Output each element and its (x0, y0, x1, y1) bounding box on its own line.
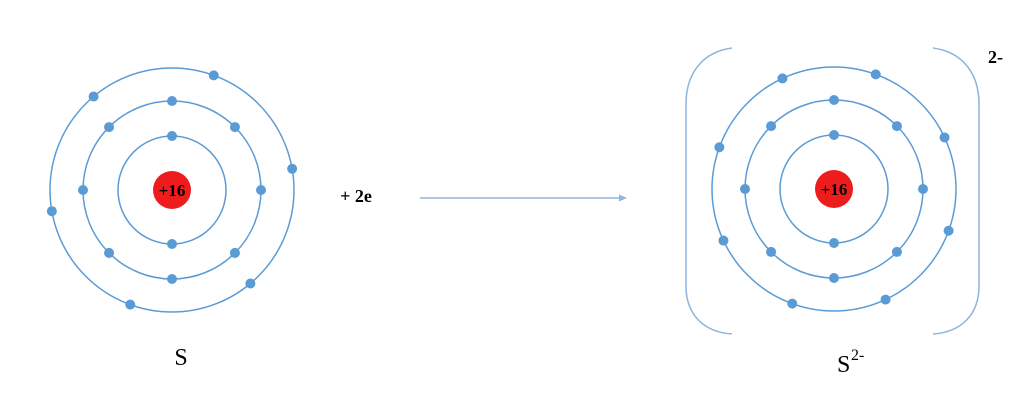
added-electrons-label: + 2e (340, 186, 372, 206)
atom-electron (167, 274, 177, 284)
atom-electron (46, 206, 57, 217)
ion-electron (918, 184, 928, 194)
sulfide-ion: +16 2- (685, 47, 1003, 335)
atom-nucleus-label: +16 (159, 181, 186, 200)
ion-symbol: S (837, 352, 850, 378)
reaction-arrow-head (619, 194, 627, 202)
ion-electron (787, 298, 798, 309)
ion-left-bracket (685, 47, 733, 335)
atom-nucleus (153, 171, 191, 209)
atom-electron (167, 131, 177, 141)
atom-electron (125, 299, 136, 310)
atom-shell-3 (49, 67, 295, 313)
ion-right-bracket (932, 47, 980, 335)
sulfur-atom: +16 (46, 67, 298, 313)
atom-electron (287, 163, 298, 174)
ion-electron (870, 69, 881, 80)
atom-electron (78, 185, 88, 195)
atom-electron (208, 70, 219, 81)
ion-electron (939, 132, 950, 143)
ion-electron (718, 235, 729, 246)
ion-electron (766, 246, 777, 257)
atom-electron (104, 247, 115, 258)
ion-electrons (714, 69, 954, 309)
atom-electron (104, 122, 115, 133)
ion-nucleus (815, 170, 853, 208)
atom-electron (88, 91, 99, 102)
ion-electron (891, 121, 902, 132)
atom-electron (167, 239, 177, 249)
ion-electron (943, 225, 954, 236)
ion-electron (880, 294, 891, 305)
ion-electron (829, 95, 839, 105)
ion-electron (891, 246, 902, 257)
atom-electron (167, 96, 177, 106)
atom-electron (245, 278, 256, 289)
ion-electron (740, 184, 750, 194)
atom-electron (229, 247, 240, 258)
ion-electron (766, 121, 777, 132)
ion-bracket-charge: 2- (988, 47, 1003, 67)
ion-electron (829, 130, 839, 140)
ion-electron (829, 273, 839, 283)
ion-electron (777, 73, 788, 84)
ion-nucleus-label: +16 (821, 180, 848, 199)
atom-electron (256, 185, 266, 195)
atom-symbol: S (174, 345, 187, 371)
atom-electrons (46, 70, 298, 310)
ion-electron (714, 142, 725, 153)
reaction-arrow (420, 194, 627, 202)
ion-electron (829, 238, 839, 248)
ion-shell-3 (711, 66, 957, 312)
atom-electron (229, 122, 240, 133)
ion-symbol-charge: 2- (851, 347, 864, 364)
